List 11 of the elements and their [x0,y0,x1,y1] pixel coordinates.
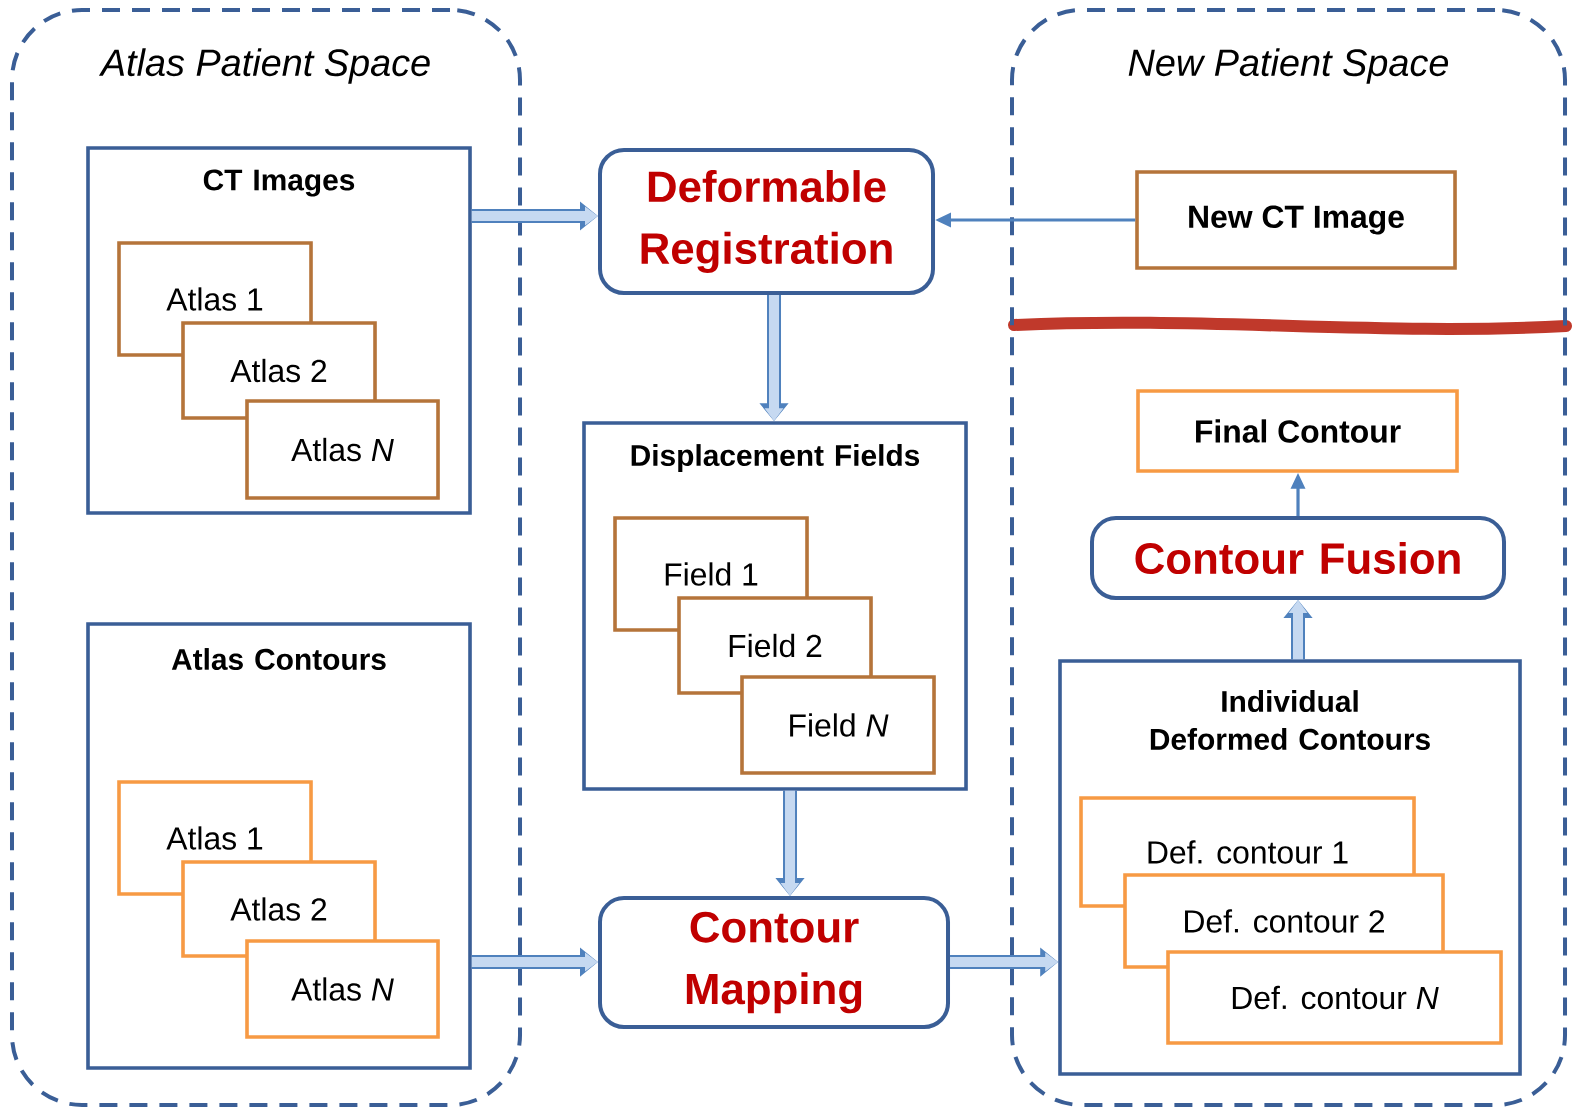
stacked-box: Final Contour [1136,389,1459,473]
process-box: Deformable Registration [598,148,935,295]
process-box: Contour Fusion [1090,516,1506,600]
process-box: Contour Mapping [598,896,950,1029]
stacked-box: Field N [740,675,936,775]
region-title: Atlas Patient Space [98,48,430,84]
region-title: New Patient Space [1128,48,1449,84]
stacked-box: Atlas N [245,939,440,1039]
stacked-box: Atlas N [245,399,440,500]
stacked-box: Def. contour N [1166,950,1503,1045]
stacked-box: New CT Image [1135,170,1457,270]
